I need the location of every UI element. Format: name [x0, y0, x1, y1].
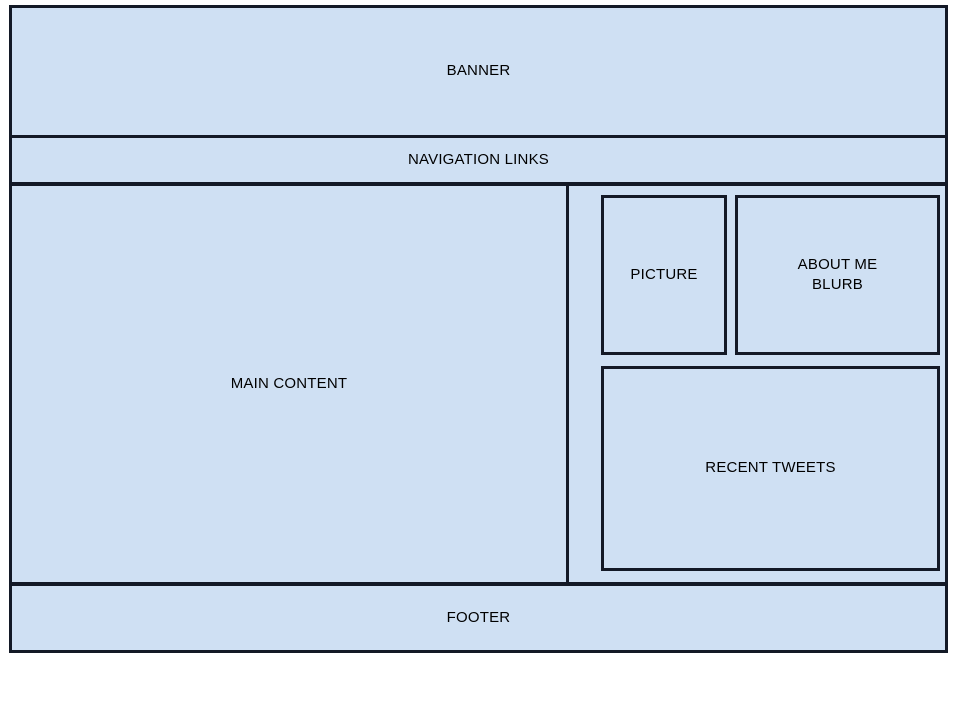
- recent-tweets-label: RECENT TWEETS: [705, 459, 836, 477]
- about-me-blurb-box[interactable]: ABOUT ME BLURB: [735, 195, 940, 355]
- footer-label: FOOTER: [446, 608, 511, 626]
- banner-region[interactable]: BANNER: [9, 5, 948, 138]
- main-content-region[interactable]: MAIN CONTENT: [12, 186, 566, 582]
- navigation-links-region[interactable]: NAVIGATION LINKS: [9, 135, 948, 185]
- picture-box[interactable]: PICTURE: [601, 195, 727, 355]
- banner-label: BANNER: [446, 62, 511, 80]
- main-content-label: MAIN CONTENT: [230, 374, 348, 392]
- footer-region[interactable]: FOOTER: [9, 583, 948, 653]
- navigation-links-label: NAVIGATION LINKS: [407, 150, 549, 168]
- recent-tweets-box[interactable]: RECENT TWEETS: [601, 366, 940, 571]
- sidebar-region: PICTURE ABOUT ME BLURB RECENT TWEETS: [566, 186, 945, 582]
- content-region: MAIN CONTENT PICTURE ABOUT ME BLURB RECE…: [9, 183, 948, 585]
- picture-label: PICTURE: [630, 265, 698, 283]
- about-me-blurb-label: ABOUT ME BLURB: [797, 255, 878, 293]
